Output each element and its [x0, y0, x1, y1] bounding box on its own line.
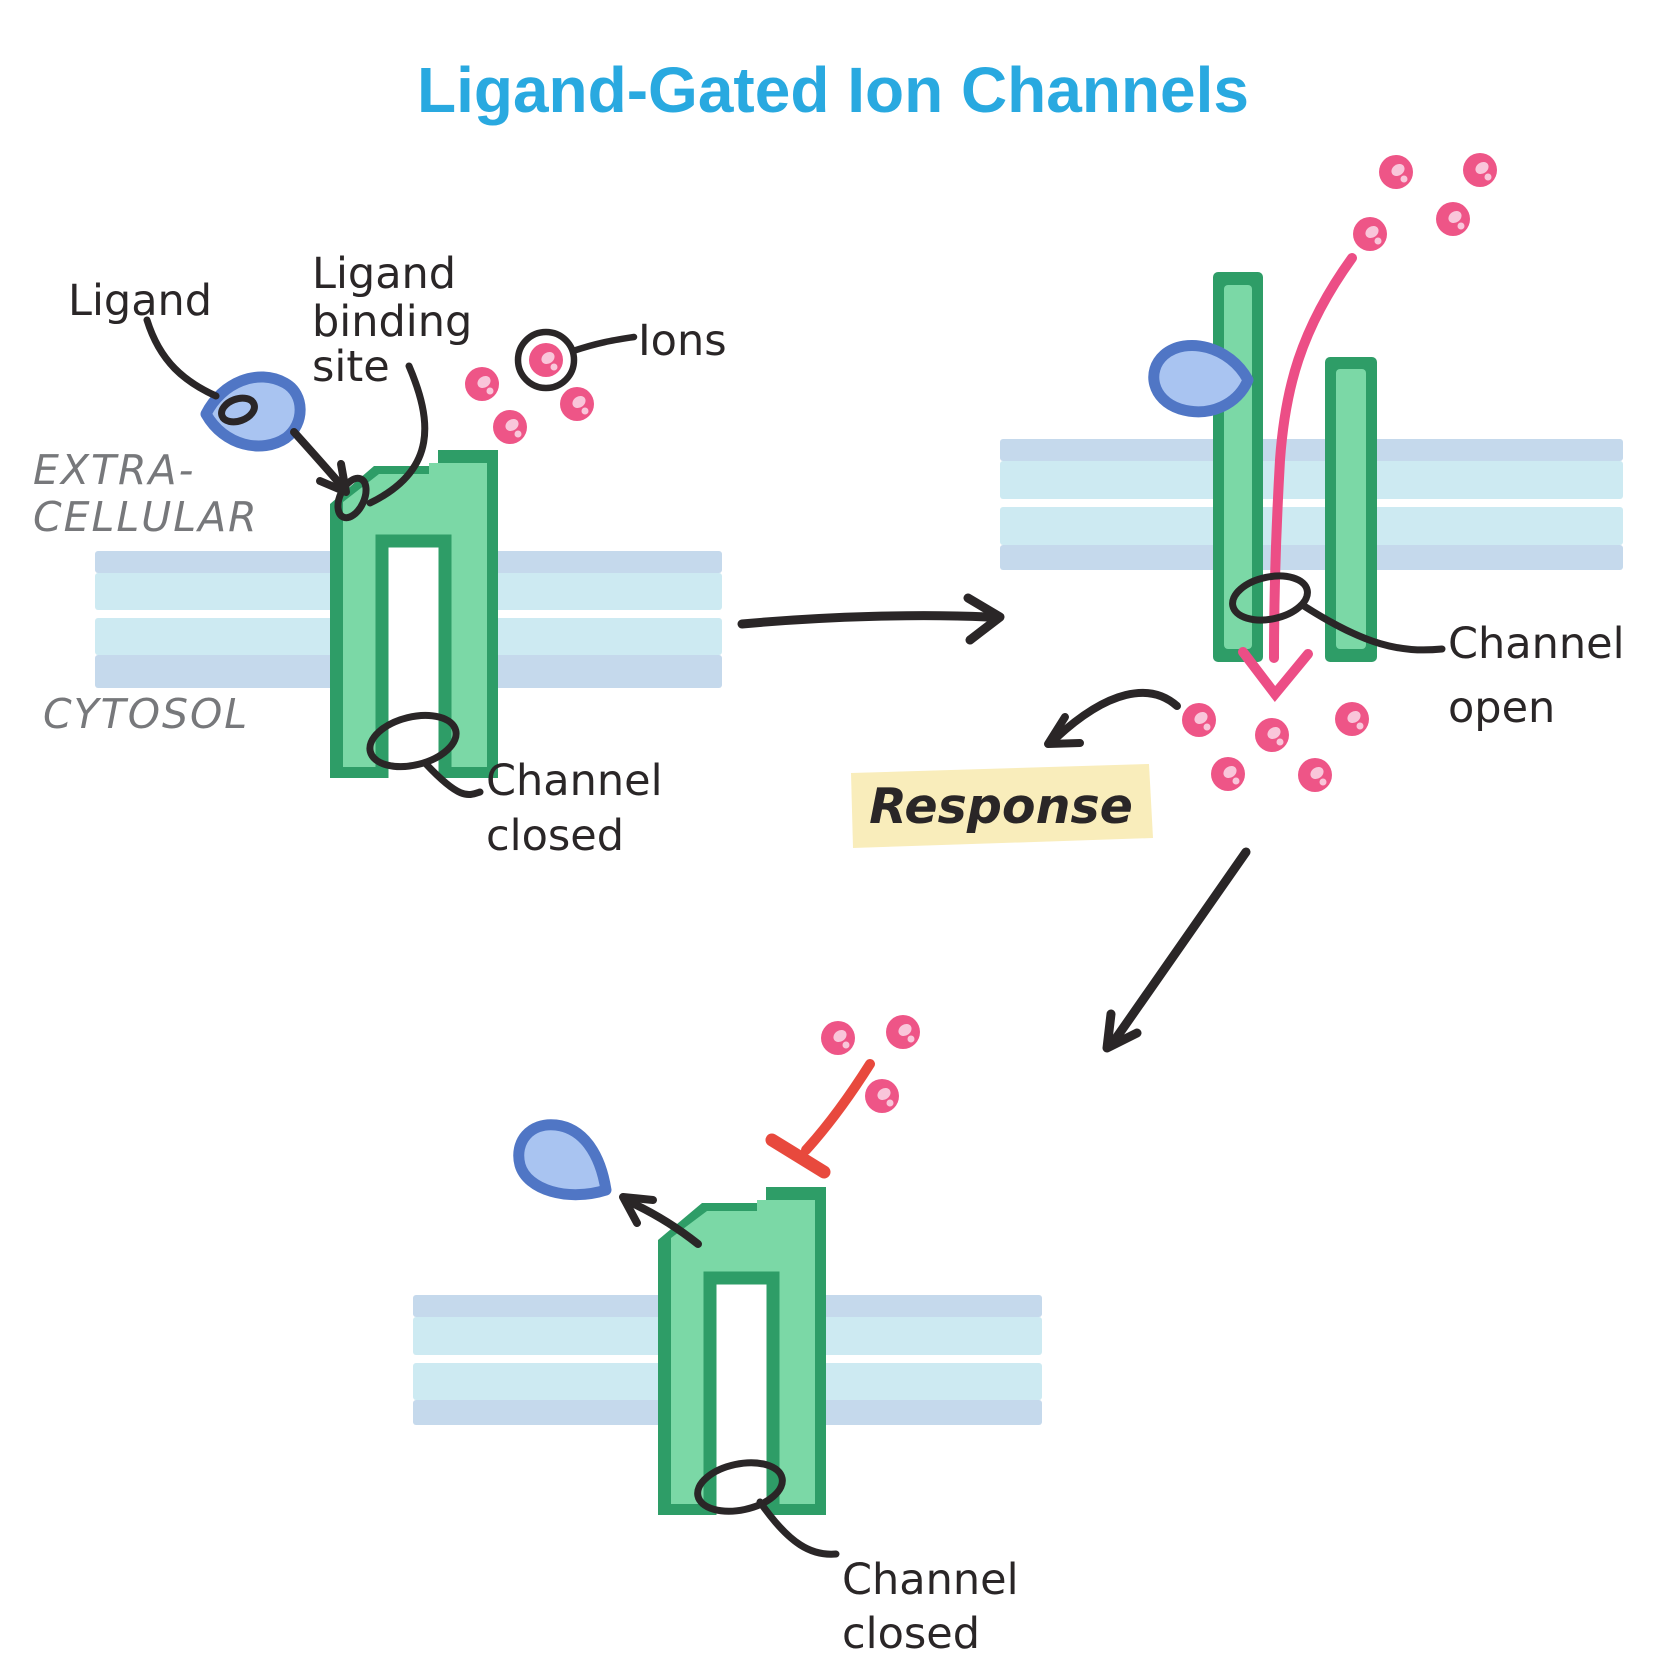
ions-leader-line	[569, 333, 638, 355]
ion-channel-closed-icon	[658, 1187, 826, 1515]
closed-gate-marker	[366, 711, 460, 771]
ligand-leaving-icon	[513, 1119, 612, 1201]
channel-closed-leader-line	[422, 760, 484, 799]
binding-site-label-line1: Ligand	[312, 249, 456, 299]
ligand-label: Ligand	[68, 276, 212, 326]
step1-closed-channel-panel: Ligand Ligand binding site Ions EXTRA- C…	[33, 249, 727, 861]
ion-channel-closed-icon	[330, 450, 498, 778]
extracellular-label-line1: EXTRA-	[33, 446, 195, 494]
page-title: Ligand-Gated Ion Channels	[417, 54, 1249, 126]
channel-closed-leader-line	[756, 1498, 840, 1558]
ions-label: Ions	[638, 316, 727, 366]
cytosol-label: CYTOSOL	[43, 690, 249, 738]
channel-closed-label-line1: Channel	[486, 756, 663, 806]
ligand-bound-icon	[1148, 340, 1254, 418]
binding-site-label-line3: site	[312, 342, 390, 392]
channel-open-label-line2: open	[1448, 683, 1555, 733]
ligand-to-site-arrow	[290, 428, 350, 496]
channel-open-label-line1: Channel	[1448, 619, 1625, 669]
ions-blocked-arrow	[765, 1059, 875, 1179]
ligand-release-arrow	[619, 1193, 702, 1248]
extracellular-label-line2: CELLULAR	[33, 493, 259, 541]
step2-open-channel-panel: Channel open Response	[851, 153, 1625, 848]
step2-to-step3-arrow	[1102, 847, 1251, 1053]
channel-closed-label-line2: closed	[842, 1609, 980, 1659]
channel-closed-label-line2: closed	[486, 811, 624, 861]
ligand-icon	[200, 371, 306, 452]
step3-reset-panel: Channel closed	[413, 1015, 1042, 1659]
membrane-icon	[1000, 439, 1623, 570]
response-label: Response	[869, 778, 1133, 835]
binding-site-leader-line	[366, 362, 429, 507]
step1-to-step2-arrow	[737, 593, 1005, 645]
closed-gate-marker	[694, 1459, 786, 1515]
ions-to-response-arrow	[1044, 688, 1181, 748]
response-highlight-box	[851, 764, 1153, 848]
binding-site-label-line2: binding	[312, 297, 472, 347]
ion-flow-arrow	[1238, 253, 1357, 703]
ion-callout-ring	[514, 328, 578, 392]
open-gate-marker	[1229, 572, 1311, 624]
channel-open-leader-line	[1300, 602, 1446, 654]
ligand-leader-line	[143, 316, 220, 400]
channel-closed-label-line1: Channel	[842, 1555, 1019, 1605]
